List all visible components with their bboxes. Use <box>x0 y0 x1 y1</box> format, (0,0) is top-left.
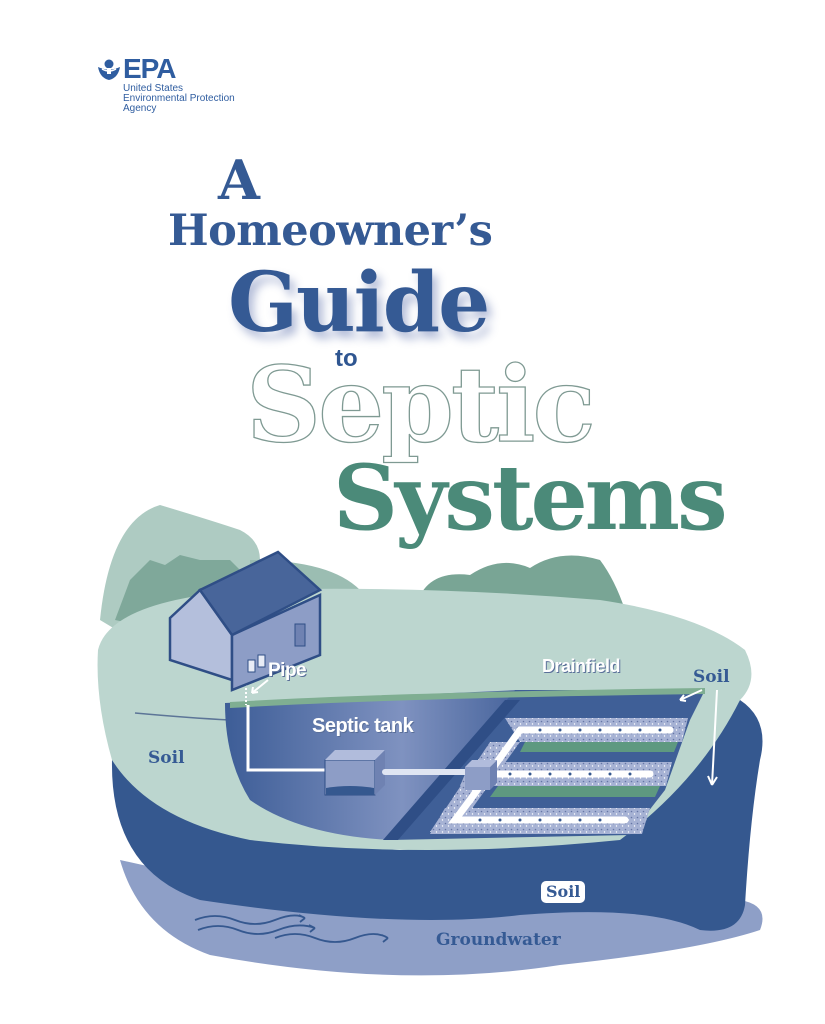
groundwater-flow-arrows <box>194 914 389 943</box>
title-line-septic: Septic <box>245 343 596 466</box>
arrows <box>251 679 718 786</box>
label-pipe: Pipe <box>268 660 307 681</box>
label-soil-bottom: Soil <box>541 881 586 903</box>
epa-logo: EPA United States Environmental Protecti… <box>96 54 266 118</box>
label-soil-left: Soil <box>148 748 185 768</box>
title-line-systems: Systems <box>333 445 728 551</box>
title-line-homeowners: Homeowner’s <box>168 206 493 256</box>
agency-line-3: Agency <box>123 103 157 114</box>
septic-tank <box>324 750 385 796</box>
title-line-guide: Guide <box>228 255 490 351</box>
epa-flower-icon <box>98 59 120 80</box>
title-line-to: to <box>335 345 358 372</box>
agency-line-1: United States <box>123 83 184 94</box>
epa-agency-name: United States Environmental Protection A… <box>123 84 235 114</box>
epa-wordmark: EPA <box>123 53 176 84</box>
label-groundwater: Groundwater <box>436 930 561 950</box>
label-septic-tank: Septic tank <box>312 715 414 737</box>
label-drainfield: Drainfield <box>542 656 621 676</box>
septic-system-illustration <box>97 505 763 976</box>
title-line-a: A <box>218 148 260 212</box>
distribution-box <box>465 760 497 790</box>
agency-line-2: Environmental Protection <box>123 93 235 104</box>
deep-soil-layer <box>111 700 763 931</box>
label-soil-right: Soil <box>693 667 730 687</box>
house-icon <box>168 550 323 692</box>
inlet-pipe <box>246 705 325 772</box>
